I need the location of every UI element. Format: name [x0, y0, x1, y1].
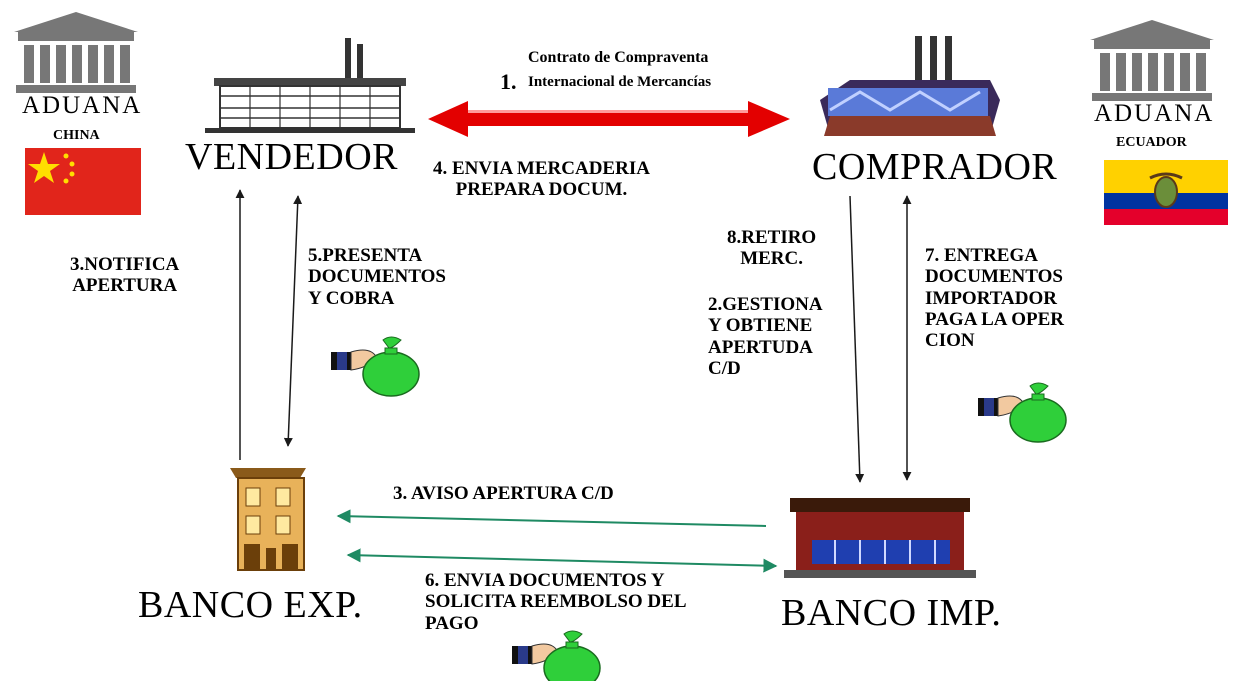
customs-building-icon	[14, 12, 138, 93]
step-2-label: 2.GESTIONA Y OBTIENE APERTUDA C/D	[708, 294, 823, 379]
factory-icon	[820, 36, 1000, 136]
step-7-label: 7. ENTREGA DOCUMENTOS IMPORTADOR PAGA LA…	[925, 245, 1064, 352]
step-8-label: 8.RETIRO MERC.	[727, 227, 817, 270]
step-4-label: 4. ENVIA MERCADERIA PREPARA DOCUM.	[433, 158, 650, 201]
money-bag-icon	[330, 336, 420, 397]
bank-imp-label: BANCO IMP.	[781, 592, 1002, 634]
contract-subtitle: Internacional de Mercancías	[528, 74, 712, 90]
reimbursement-arrow	[346, 548, 778, 573]
money-bag-icon	[511, 630, 601, 681]
customs-building-icon	[1090, 20, 1214, 101]
buyer-label: COMPRADOR	[812, 146, 1058, 188]
contract-arrow	[428, 101, 790, 137]
customs-left-title: ADUANA	[22, 92, 143, 119]
seller-label: VENDEDOR	[185, 136, 398, 178]
request-arrow	[849, 195, 865, 483]
money-bag-icon	[977, 382, 1067, 443]
customs-right-title: ADUANA	[1094, 100, 1215, 127]
step-6-label: 6. ENVIA DOCUMENTOS Y SOLICITA REEMBOLSO…	[425, 570, 687, 634]
bank-building-icon	[230, 468, 306, 571]
factory-icon	[205, 38, 415, 133]
bank-building-icon	[784, 498, 976, 578]
aviso-arrow	[336, 509, 767, 527]
china-flag-icon	[25, 148, 141, 215]
contract-step-number: 1.	[500, 69, 517, 94]
step-3-notify-label: 3.NOTIFICA APERTURA	[70, 254, 180, 297]
contract-title: Contrato de Compraventa	[528, 49, 709, 66]
customs-right-country: ECUADOR	[1116, 135, 1187, 150]
bank-exp-label: BANCO EXP.	[138, 584, 363, 626]
present-docs-arrow	[283, 195, 303, 447]
step-5-label: 5.PRESENTA DOCUMENTOS Y COBRA	[308, 245, 446, 309]
ecuador-flag-icon	[1104, 160, 1228, 225]
step-3-aviso-label: 3. AVISO APERTURA C/D	[393, 483, 614, 504]
customs-left-country: CHINA	[53, 128, 100, 143]
